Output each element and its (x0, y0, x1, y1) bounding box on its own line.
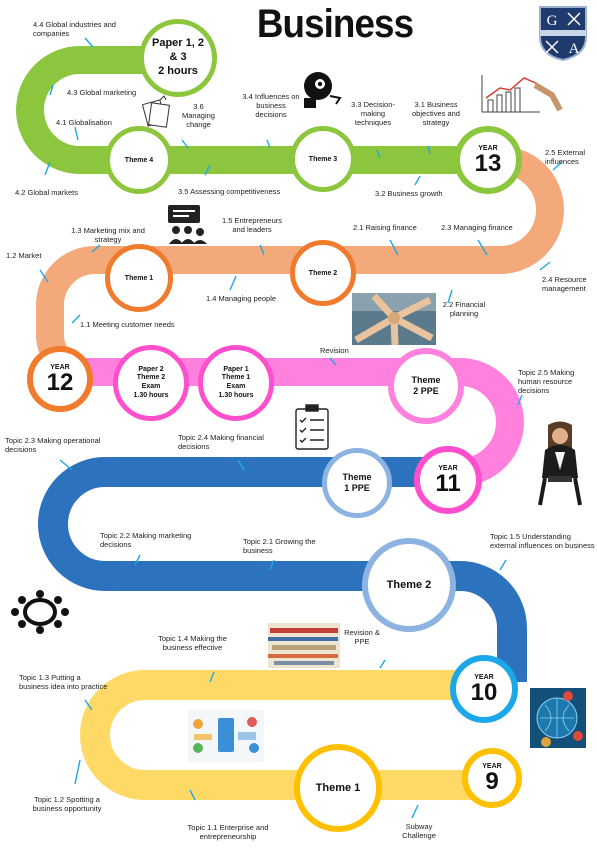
growth-chart-icon (481, 75, 563, 113)
label-topic-2-4: Topic 2.4 Making financial decisions (178, 433, 264, 451)
presentation-icon (168, 205, 207, 244)
green-track (16, 46, 500, 174)
label-subway-challenge: Subway Challenge (402, 822, 436, 840)
blue-track (38, 457, 527, 682)
pink-track (65, 358, 524, 486)
node-theme1-y9: Theme 1 (294, 744, 382, 832)
label-4-1: 4.1 Globalisation (56, 118, 112, 127)
label-topic-2-2: Topic 2.2 Making marketing decisions (100, 531, 192, 549)
year-13-node: YEAR 13 (454, 126, 522, 194)
label-4-4: 4.4 Global industries and companies (33, 20, 116, 38)
label-1-3: 1.3 Marketing mix and strategy (71, 226, 145, 244)
node-theme2-y12: Theme 2 (290, 240, 356, 306)
node-theme3: Theme 3 (290, 126, 356, 192)
label-2-5: 2.5 External influences (545, 148, 586, 166)
label-4-3: 4.3 Global marketing (67, 88, 137, 97)
robot-head-icon (304, 72, 342, 108)
node-theme1-ppe: Theme 1 PPE (322, 448, 392, 518)
yellow-track (80, 670, 495, 800)
label-topic-1-3: Topic 1.3 Putting a business idea into p… (19, 673, 108, 691)
year-12-node: YEAR 12 (27, 346, 93, 412)
label-topic-1-4: Topic 1.4 Making the business effective (158, 634, 227, 652)
label-topic-1-2: Topic 1.2 Spotting a business opportunit… (32, 795, 102, 813)
label-topic-1-5: Topic 1.5 Understanding external influen… (490, 532, 595, 550)
exam-node-paper1: Paper 1 Theme 1 Exam 1.30 hours (198, 345, 274, 421)
label-revision-ppe: Revision & PPE (344, 628, 380, 646)
label-topic-2-5: Topic 2.5 Making human resource decision… (518, 368, 575, 395)
globe-finance-image (530, 688, 586, 748)
teamwork-hands-image (352, 293, 436, 346)
node-theme2-ppe: Theme 2 PPE (388, 348, 464, 424)
digital-marketing-image (188, 710, 264, 762)
page-title: Business (256, 2, 414, 46)
documents-pile-image (268, 623, 340, 668)
svg-text:G: G (547, 13, 558, 29)
label-2-2: 2.2 Financial planning (442, 300, 486, 318)
label-3-2: 3.2 Business growth (375, 189, 443, 198)
label-3-6: 3.6 Managing change (182, 102, 215, 129)
node-theme2-y10: Theme 2 (362, 538, 456, 632)
label-1-4: 1.4 Managing people (206, 294, 277, 303)
paper-stack-icon (141, 95, 171, 128)
label-3-5: 3.5 Assessing competitiveness (178, 187, 281, 196)
school-crest-logo: G A (539, 6, 587, 61)
label-3-3: 3.3 Decision-making techniques (351, 100, 395, 127)
node-theme1-y12: Theme 1 (105, 244, 173, 312)
label-revision-y12: Revision (320, 346, 349, 355)
businesswoman-image (538, 421, 582, 506)
label-3-4: 3.4 Influences on business decisions (242, 92, 300, 119)
label-2-3: 2.3 Managing finance (441, 223, 513, 232)
label-2-1: 2.1 Raising finance (353, 223, 417, 232)
year-11-node: YEAR 11 (414, 446, 482, 514)
svg-text:A: A (569, 41, 580, 57)
exam-node-paper2: Paper 2 Theme 2 Exam 1.30 hours (113, 345, 189, 421)
label-3-1: 3.1 Business objectives and strategy (412, 100, 460, 127)
node-theme4: Theme 4 (105, 126, 173, 194)
label-1-2: 1.2 Market (6, 251, 42, 260)
label-topic-2-3: Topic 2.3 Making operational decisions (5, 436, 101, 454)
label-topic-2-1: Topic 2.1 Growing the business (243, 537, 316, 555)
checklist-icon (295, 404, 329, 450)
year-10-node: YEAR 10 (450, 655, 518, 723)
label-2-4: 2.4 Resource management (542, 275, 587, 293)
label-4-2: 4.2 Global markets (15, 188, 78, 197)
exam-node-paper123: Paper 1, 2 & 3 2 hours (139, 19, 217, 97)
label-1-1: 1.1 Meeting customer needs (80, 320, 175, 329)
year-9-node: YEAR 9 (462, 748, 522, 808)
label-1-5: 1.5 Entrepreneurs and leaders (221, 216, 283, 234)
meeting-table-icon (11, 590, 69, 634)
label-topic-1-1: Topic 1.1 Enterprise and entrepreneurshi… (187, 823, 269, 841)
